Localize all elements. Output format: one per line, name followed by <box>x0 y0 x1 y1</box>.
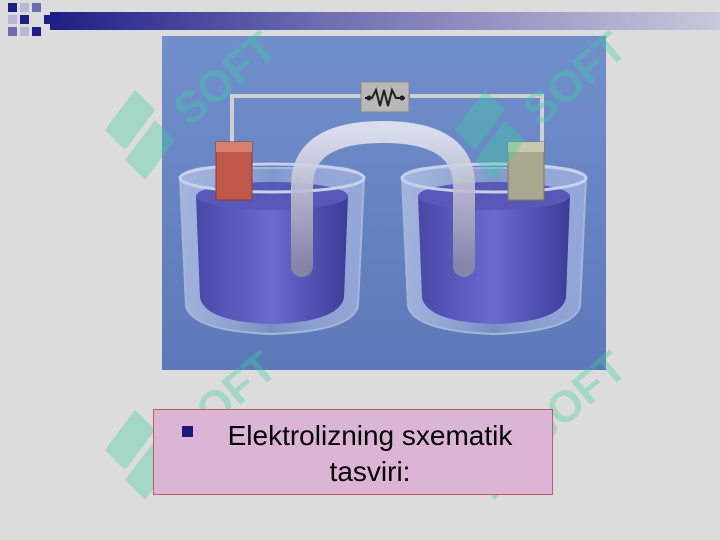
caption-box: Elektrolizning sxematik tasviri: <box>153 409 553 495</box>
decorative-squares <box>0 0 60 40</box>
header-bar <box>0 0 720 40</box>
caption-line-1: Elektrolizning sxematik <box>227 420 513 451</box>
electrolysis-figure <box>162 36 606 370</box>
bullet-square-icon <box>182 426 193 437</box>
gradient-title-bar <box>50 12 720 30</box>
caption-text: Elektrolizning sxematik tasviri: <box>200 418 540 490</box>
caption-line-2: tasviri: <box>329 456 411 487</box>
